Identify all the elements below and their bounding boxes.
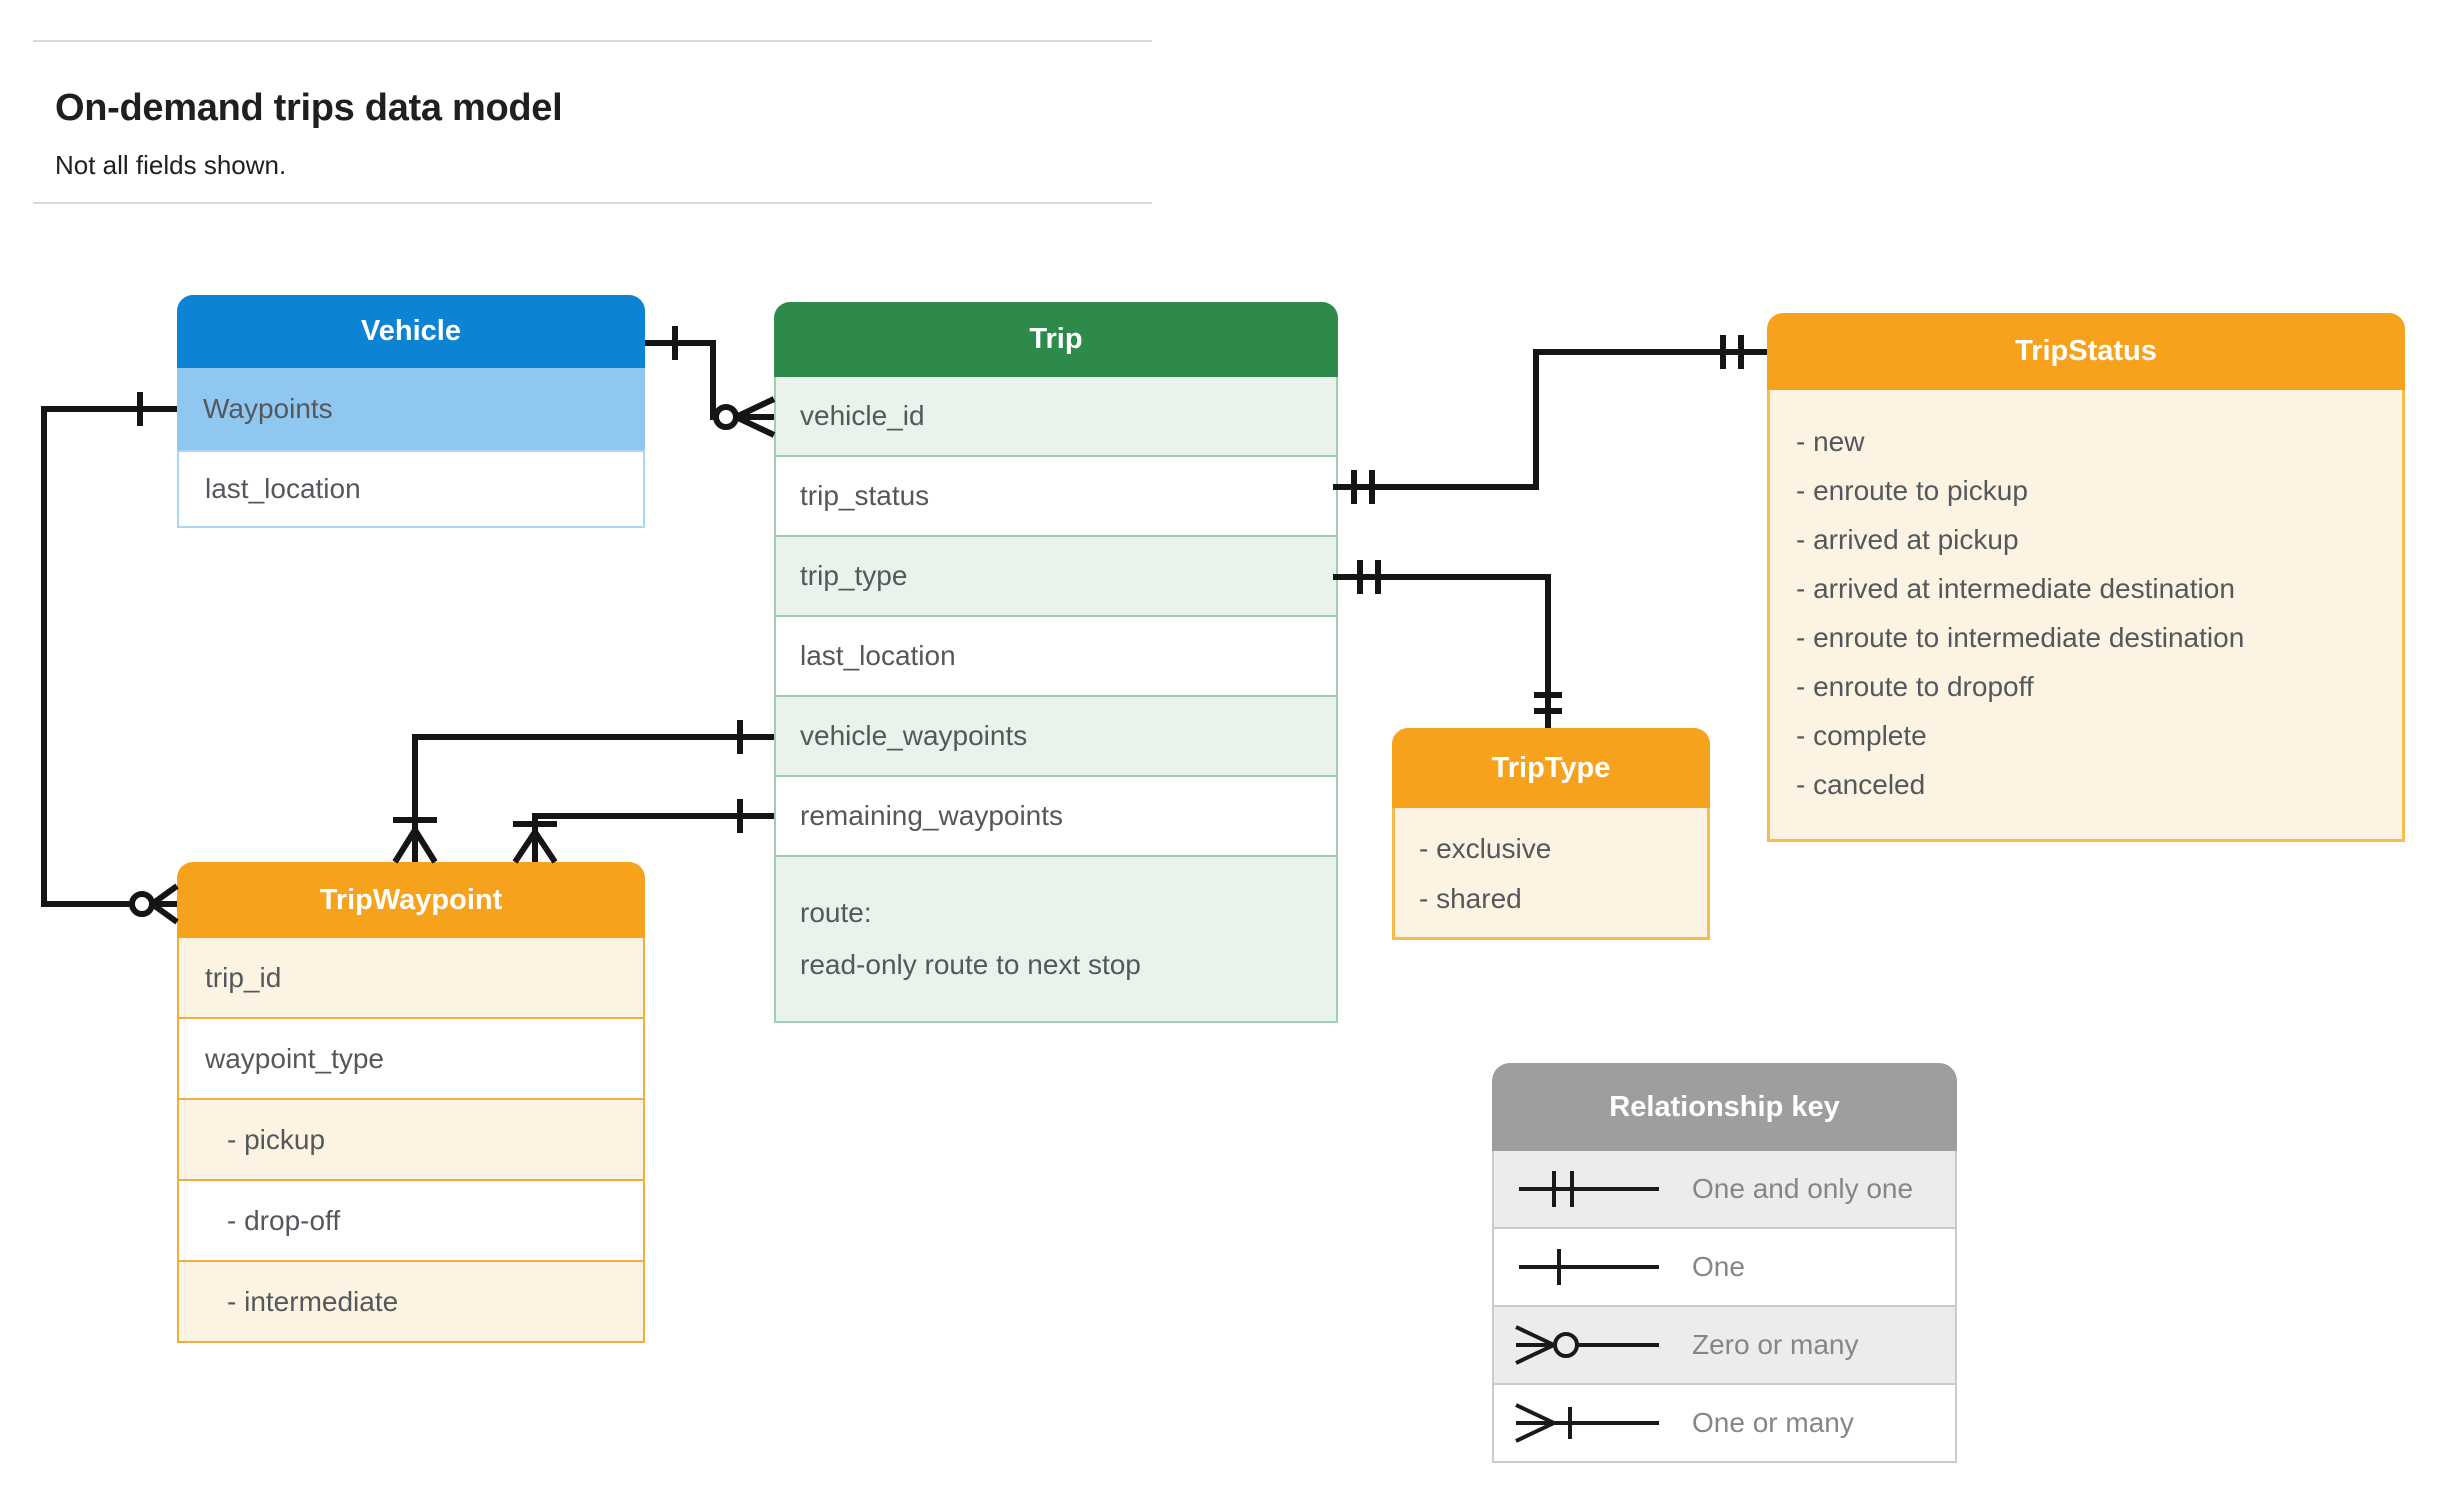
legend-label: One [1692,1251,1745,1282]
legend-label: One or many [1692,1407,1854,1438]
field-label: Waypoints [203,393,333,424]
field-label: trip_id [205,961,282,993]
field-label: last_location [205,473,361,504]
enum-value-shared: - shared [1419,883,1522,914]
field-trip-status: trip_status [774,457,1338,537]
field-vehicle-last-location: last_location [177,450,645,528]
entity-tripstatus: TripStatus - new - enroute to pickup - a… [1767,313,2405,842]
field-label: remaining_waypoints [800,800,1064,831]
legend-label: One and only one [1692,1173,1914,1204]
enum-value-enroute-to-dropoff: - enroute to dropoff [1796,671,2034,702]
one-and-only-one-icon [1519,1171,1659,1207]
entity-triptype-body: - exclusive - shared [1392,808,1710,940]
entity-trip-header: Trip [774,302,1338,377]
entity-tripstatus-body: - new - enroute to pickup - arrived at p… [1767,390,2405,842]
entity-vehicle: Vehicle Waypoints last_location [177,295,645,528]
field-label: trip_type [800,560,908,591]
entity-tripstatus-title: TripStatus [2015,335,2157,367]
enum-value-intermediate: - intermediate [177,1262,645,1343]
enum-value-enroute-to-pickup: - enroute to pickup [1796,475,2028,506]
route-description: read-only route to next stop [800,949,1141,980]
relationship-key: Relationship key One and only one One Ze… [1492,1063,1957,1463]
entity-tripwaypoint-header: TripWaypoint [177,862,645,938]
enum-value-arrived-at-intermediate-destination: - arrived at intermediate destination [1796,573,2235,604]
legend-row-one: One [1492,1229,1957,1307]
field-label: - intermediate [227,1285,399,1317]
connector-vehicle-waypoints-field-to-tripwaypoint [392,720,774,864]
entity-trip: Trip vehicle_id trip_status trip_type la… [774,302,1338,1023]
legend-row-one-or-many: One or many [1492,1385,1957,1463]
one-icon [1519,1249,1659,1285]
entity-tripwaypoint-title: TripWaypoint [319,883,503,916]
entity-trip-title: Trip [1029,323,1083,355]
entity-vehicle-title: Vehicle [361,315,461,347]
enum-value-enroute-to-intermediate-destination: - enroute to intermediate destination [1796,622,2245,653]
field-label: vehicle_waypoints [800,720,1028,751]
connector-trip-type-to-triptype [1333,560,1562,728]
entity-vehicle-header: Vehicle [177,295,645,368]
field-label: trip_status [800,480,930,511]
entity-triptype: TripType - exclusive - shared [1392,728,1710,940]
connector-trip-status-to-tripstatus [1333,335,1767,504]
enum-value-canceled: - canceled [1796,769,1926,800]
enum-value-exclusive: - exclusive [1419,833,1552,864]
page-title: On-demand trips data model [55,87,563,130]
field-tripwaypoint-trip-id: trip_id [177,938,645,1019]
entity-tripwaypoint: TripWaypoint trip_id waypoint_type - pic… [177,862,645,1343]
legend-row-zero-or-many: Zero or many [1492,1307,1957,1385]
field-label: last_location [800,640,956,671]
connector-remaining-waypoints-to-tripwaypoint [512,799,774,864]
one-or-many-icon [1515,1403,1659,1443]
field-label: vehicle_id [800,400,925,431]
field-trip-type: trip_type [774,537,1338,617]
entity-tripstatus-header: TripStatus [1767,313,2405,390]
field-trip-remaining-waypoints: remaining_waypoints [774,777,1338,857]
enum-value-complete: - complete [1796,720,1927,751]
field-trip-route: route: read-only route to next stop [774,857,1338,1023]
field-vehicle-waypoints: Waypoints [177,368,645,450]
legend-label: Zero or many [1692,1329,1859,1360]
enum-value-pickup: - pickup [177,1100,645,1181]
bottom-divider [33,202,1152,204]
enum-value-arrived-at-pickup: - arrived at pickup [1796,524,2019,555]
entity-triptype-title: TripType [1491,751,1611,784]
top-divider [33,40,1152,42]
field-label: - pickup [227,1123,326,1155]
zero-or-many-icon [1515,1325,1659,1365]
field-label: waypoint_type [205,1042,385,1074]
legend-row-one-and-only-one: One and only one [1492,1151,1957,1229]
field-trip-vehicle-waypoints: vehicle_waypoints [774,697,1338,777]
relationship-key-title: Relationship key [1609,1090,1840,1123]
page-subtitle: Not all fields shown. [55,150,287,180]
relationship-key-header: Relationship key [1492,1063,1957,1151]
route-label: route: [800,897,872,928]
entity-triptype-header: TripType [1392,728,1710,808]
field-trip-vehicle-id: vehicle_id [774,377,1338,457]
field-trip-last-location: last_location [774,617,1338,697]
enum-value-drop-off: - drop-off [177,1181,645,1262]
connector-vehicle-to-trip [645,326,776,438]
enum-value-new: - new [1796,426,1865,457]
connector-vehicle-waypoints-to-tripwaypoint [41,392,179,925]
field-label: - drop-off [227,1204,341,1236]
field-tripwaypoint-waypoint-type: waypoint_type [177,1019,645,1100]
